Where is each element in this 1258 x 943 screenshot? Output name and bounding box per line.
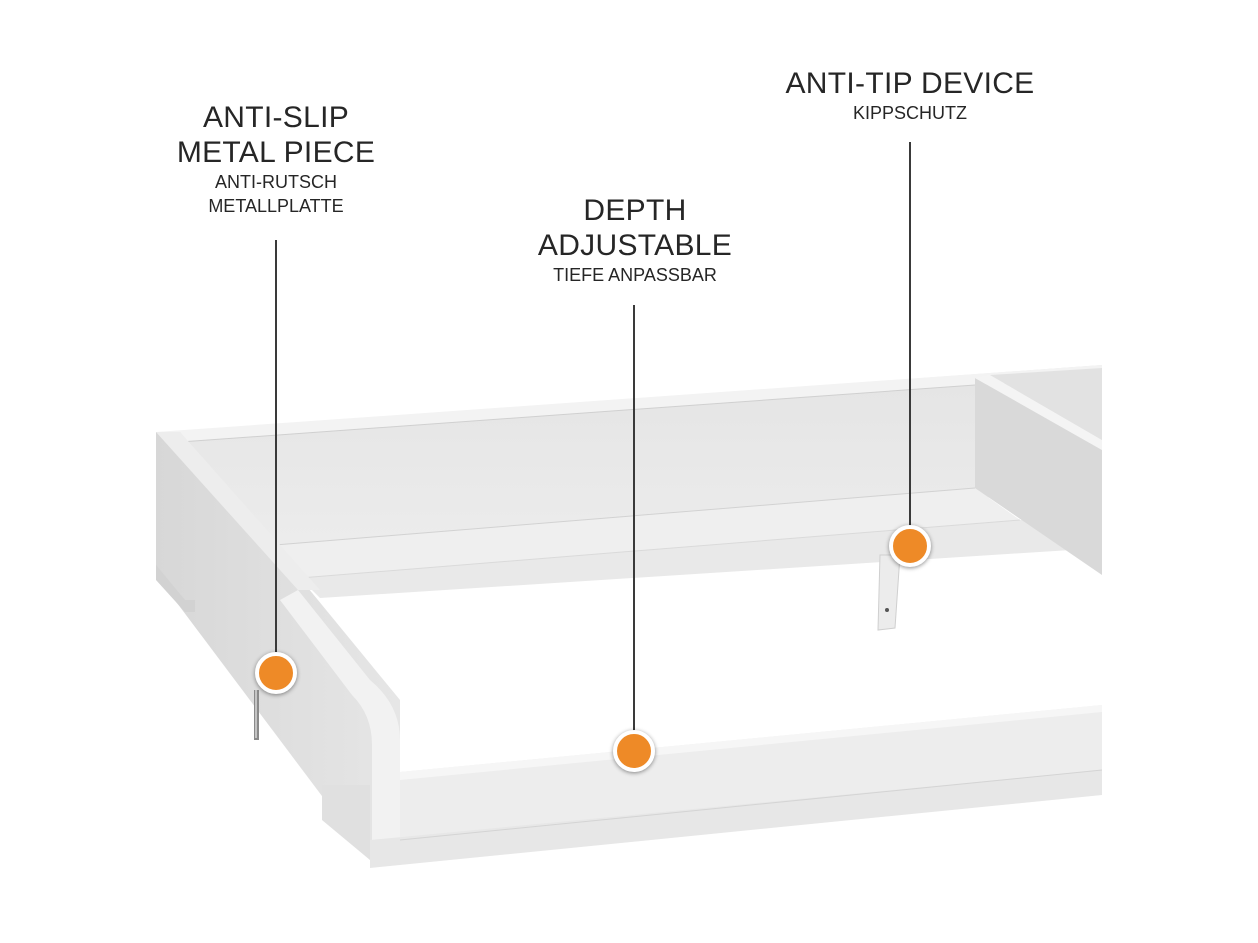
anti-tip-subtitle-line1: KIPPSCHUTZ [852,103,967,123]
anti-tip-leader-line [909,142,911,546]
depth-callout: DEPTH ADJUSTABLE TIEFE ANPASSBAR [515,193,755,287]
anti-slip-subtitle-line1: ANTI-RUTSCH [215,172,337,192]
depth-title-line2: ADJUSTABLE [537,229,733,262]
front-rail [400,705,1102,840]
anti-tip-strap [877,554,901,631]
anti-slip-title-line2: METAL PIECE [176,136,376,169]
depth-subtitle-line1: TIEFE ANPASSBAR [553,265,717,285]
anti-tip-title-line1: ANTI-TIP DEVICE [785,67,1035,100]
anti-slip-leader-line [275,240,277,670]
anti-tip-marker-dot[interactable] [889,525,931,567]
left-side-panel [156,432,400,860]
anti-slip-subtitle-line2: METALLPLATTE [208,196,344,216]
anti-slip-marker-dot[interactable] [255,652,297,694]
anti-slip-callout: ANTI-SLIP METAL PIECE ANTI-RUTSCH METALL… [156,100,396,218]
depth-leader-line [633,305,635,750]
depth-marker-dot[interactable] [613,730,655,772]
right-divider-panel [975,378,1102,575]
anti-tip-callout: ANTI-TIP DEVICE KIPPSCHUTZ [760,66,1060,125]
depth-title-line1: DEPTH [583,194,687,227]
anti-slip-title-line1: ANTI-SLIP [202,101,350,134]
